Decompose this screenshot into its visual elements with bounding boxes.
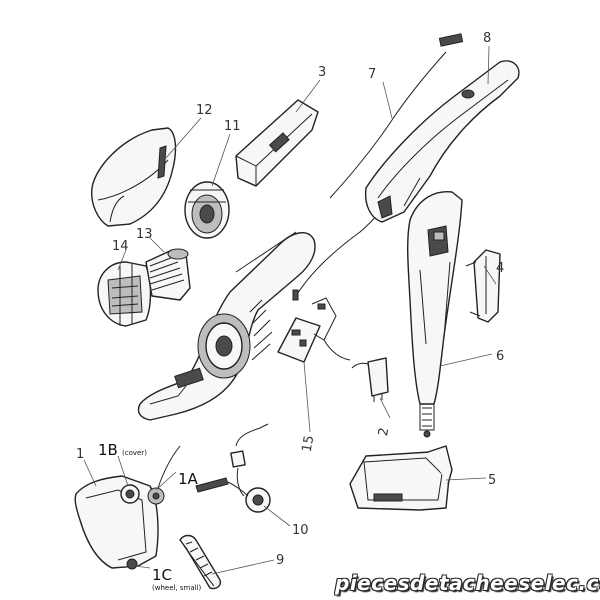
- label-1: 1: [76, 447, 84, 462]
- label-7: 7: [368, 67, 376, 82]
- label-1b-sub: (cover): [122, 449, 147, 457]
- label-8: 8: [483, 31, 491, 46]
- handheld-body: [137, 231, 316, 421]
- part-9-brush-roll: [179, 534, 222, 590]
- part-15-pcb: [277, 297, 351, 363]
- part-2-bracket: [351, 357, 389, 402]
- leader-lines: [83, 45, 497, 575]
- label-3: 3: [318, 65, 326, 80]
- label-14: 14: [112, 239, 129, 254]
- part-13-pleated-filter: [145, 248, 191, 301]
- part-1-floor-head: [74, 445, 181, 570]
- part-11-filter-cup: [184, 181, 230, 239]
- part-12-dust-container: [91, 127, 177, 227]
- part-14-pre-filter: [97, 261, 152, 327]
- label-5: 5: [488, 473, 496, 488]
- label-13: 13: [136, 227, 153, 242]
- label-1c-sub: (wheel, small): [152, 584, 202, 592]
- label-1c: 1C: [152, 566, 172, 584]
- label-11: 11: [224, 119, 241, 134]
- label-4: 4: [496, 261, 504, 276]
- part-5-base: [349, 445, 453, 511]
- part-4-clip: [465, 249, 501, 323]
- part-8-handle: [364, 60, 520, 223]
- part-10-motor: [195, 423, 271, 513]
- label-1a: 1A: [178, 470, 199, 488]
- label-1b: 1B: [98, 441, 118, 459]
- watermark-text: piecesdetacheeselec.com: [335, 571, 600, 595]
- label-12: 12: [196, 103, 213, 118]
- label-6: 6: [496, 349, 504, 364]
- label-9: 9: [276, 553, 284, 568]
- part-3-battery: [235, 99, 319, 187]
- part-6-stick-body: [406, 191, 463, 438]
- label-10: 10: [292, 523, 309, 538]
- reference-labels: 12 11 3 7 8 14 13 4 6 2 15 5 1 1B (cover…: [76, 31, 504, 592]
- label-15: 15: [300, 434, 318, 453]
- label-2: 2: [376, 427, 392, 438]
